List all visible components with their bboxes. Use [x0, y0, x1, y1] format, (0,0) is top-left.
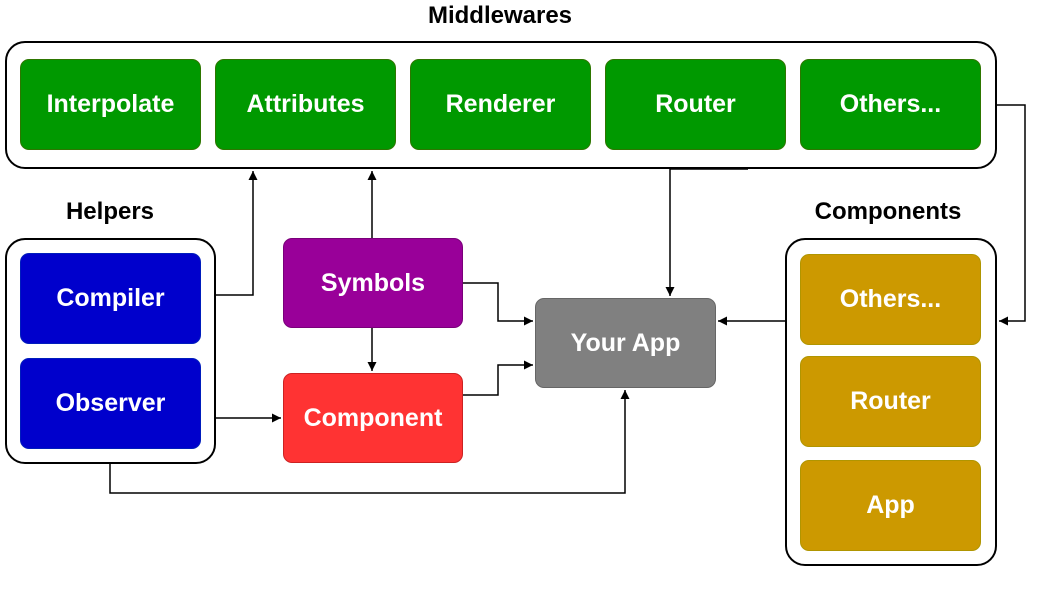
edge-compiler-to-middlewares: [216, 171, 258, 296]
component-router: Router: [800, 356, 981, 447]
middleware-renderer: Renderer: [410, 59, 591, 150]
middleware-interpolate: Interpolate: [20, 59, 201, 150]
edge-component-to-your-app: [463, 360, 533, 396]
component-app: App: [800, 460, 981, 551]
middleware-router: Router: [605, 59, 786, 150]
helpers-title: Helpers: [65, 198, 155, 225]
your-app-node: Your App: [535, 298, 716, 388]
helper-observer: Observer: [20, 358, 201, 449]
component-node: Component: [283, 373, 463, 463]
symbols-node: Symbols: [283, 238, 463, 328]
component-others: Others...: [800, 254, 981, 345]
edge-middlewares-to-your-app: [665, 168, 748, 296]
components-title: Components: [814, 198, 962, 225]
edge-symbols-to-your-app: [463, 282, 533, 326]
helper-compiler: Compiler: [20, 253, 201, 344]
middleware-attributes: Attributes: [215, 59, 396, 150]
edge-middlewares-to-components: [997, 104, 1026, 326]
middleware-others: Others...: [800, 59, 981, 150]
middlewares-title: Middlewares: [427, 2, 573, 29]
